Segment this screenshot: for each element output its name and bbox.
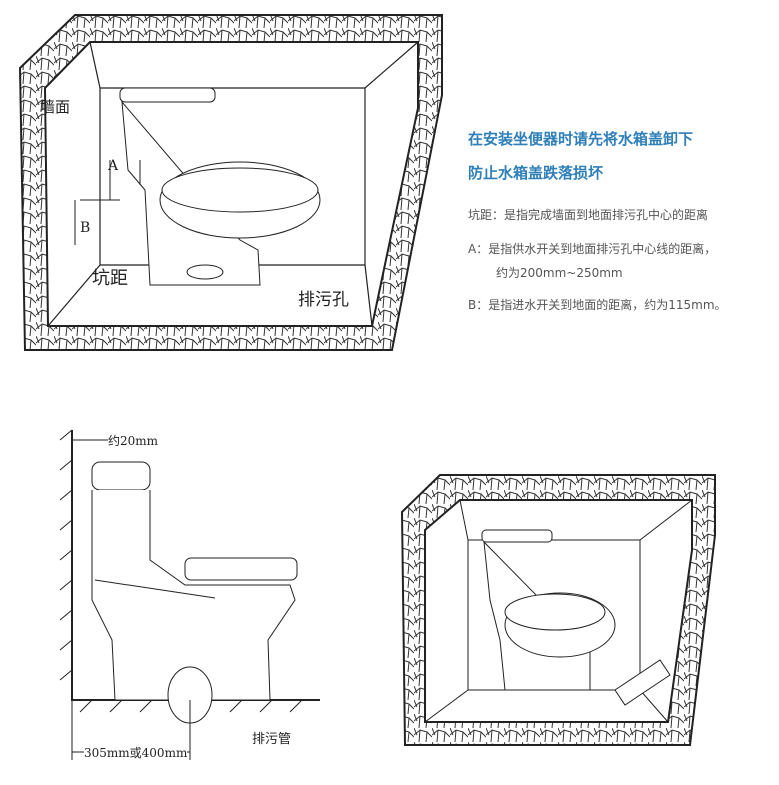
distance-label: 305mm或400mm — [84, 744, 188, 761]
b-definition: B：是指进水开关到地面的距离，约为115mm。 — [468, 298, 727, 312]
a-definition-line-1: A：是指供水开关到地面排污孔中心线的距离， — [468, 242, 717, 256]
notice-line-1: 在安装坐便器时请先将水箱盖卸下 — [468, 130, 694, 148]
side-view-diagram — [59, 429, 320, 760]
a-label: A — [108, 158, 119, 174]
bottom-room-diagram — [400, 474, 716, 746]
wall-label: 墙面 — [40, 98, 71, 116]
pit-distance-label: 坑距 — [92, 268, 128, 289]
notice-line-2: 防止水箱盖跌落损坏 — [468, 164, 604, 182]
b-label: B — [80, 220, 91, 236]
pit-distance-definition: 坑距：是指完成墙面到地面排污孔中心的距离 — [468, 208, 709, 222]
drain-pipe-label: 排污管 — [252, 732, 292, 747]
gap-label: 约20mm — [108, 434, 159, 448]
a-definition-line-2: 约为200mm~250mm — [496, 266, 623, 280]
top-room-diagram — [18, 14, 443, 351]
sealant-tube-icon — [614, 659, 671, 706]
drain-hole-label: 排污孔 — [298, 290, 349, 310]
